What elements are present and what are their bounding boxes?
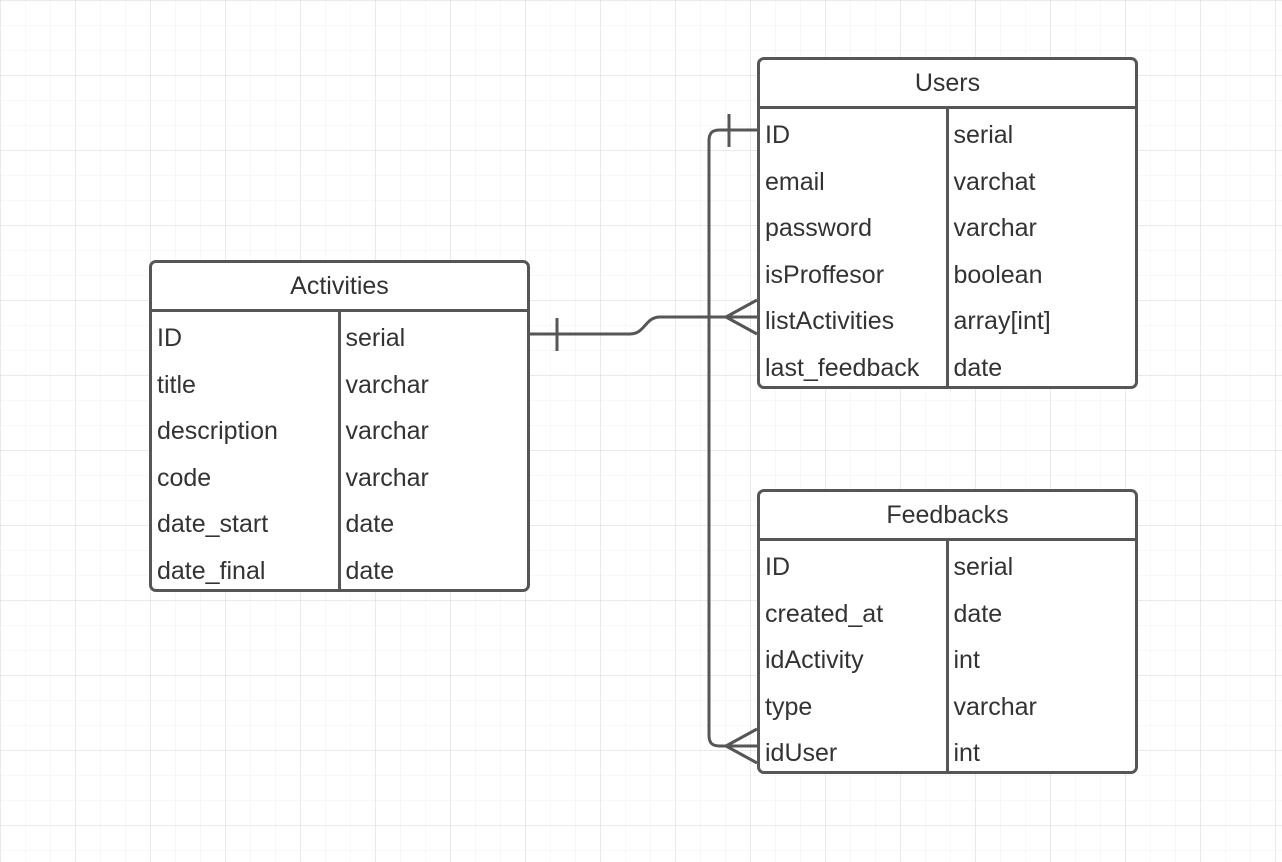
field-type: int xyxy=(953,739,980,767)
field-name: email xyxy=(765,167,825,196)
field-type: varchar xyxy=(345,370,429,399)
connector-line-activities-users[interactable] xyxy=(530,315,757,336)
field-name: isProffesor xyxy=(765,260,885,289)
field-name-column-users: ID email password isProffesor listActivi… xyxy=(760,109,949,386)
field-name-column-activities: ID title description code date_start dat… xyxy=(152,312,341,589)
field-type: date xyxy=(953,353,1003,382)
entity-title-activities: Activities xyxy=(152,263,527,312)
crow-foot-feedbacks-iduser xyxy=(724,727,758,765)
relationship-activities-to-users[interactable] xyxy=(530,298,758,351)
field-type-column-users: serial varchat varchar boolean array[int… xyxy=(949,109,1136,386)
entity-body-activities: ID title description code date_start dat… xyxy=(152,312,528,589)
field-type: varchar xyxy=(953,692,1037,721)
field-name: created_at xyxy=(765,599,884,628)
field-type-column-activities: serial varchar varchar varchar date date xyxy=(341,312,528,589)
field-type: int xyxy=(953,646,980,674)
entity-body-users: ID email password isProffesor listActivi… xyxy=(760,109,1136,386)
entity-title-users: Users xyxy=(760,60,1135,109)
entity-feedbacks[interactable]: Feedbacks ID created_at idActivity type … xyxy=(757,489,1138,774)
entity-title-feedbacks: Feedbacks xyxy=(760,492,1135,541)
entity-activities[interactable]: Activities ID title description code dat… xyxy=(149,260,530,592)
field-name: ID xyxy=(765,553,790,581)
field-name-column-feedbacks: ID created_at idActivity type idUser xyxy=(760,541,949,771)
field-name: type xyxy=(765,692,813,721)
field-name: idUser xyxy=(765,739,838,767)
field-type: date xyxy=(345,510,395,538)
field-type-column-feedbacks: serial date int varchar int xyxy=(949,541,1136,771)
field-name: title xyxy=(157,370,196,399)
field-type: varchat xyxy=(953,167,1036,196)
field-type: varchar xyxy=(345,417,429,445)
field-name: description xyxy=(157,417,278,445)
field-type: serial xyxy=(345,324,406,352)
field-name: code xyxy=(157,463,212,492)
field-type: boolean xyxy=(953,260,1043,289)
field-name: listActivities xyxy=(765,307,895,335)
field-name: ID xyxy=(157,324,182,352)
field-type: serial xyxy=(953,121,1014,149)
entity-users[interactable]: Users ID email password isProffesor list… xyxy=(757,57,1138,389)
crow-foot-users-listactivities xyxy=(724,298,758,336)
entity-body-feedbacks: ID created_at idActivity type idUser ser… xyxy=(760,541,1136,771)
field-type: varchar xyxy=(953,214,1037,242)
field-type: varchar xyxy=(345,463,429,492)
field-name: date_start xyxy=(157,510,269,538)
field-type: date xyxy=(345,556,395,585)
field-name: idActivity xyxy=(765,646,864,674)
field-name: ID xyxy=(765,121,790,149)
field-name: password xyxy=(765,214,872,242)
relationship-users-to-feedbacks[interactable] xyxy=(707,114,758,765)
field-name: date_final xyxy=(157,556,266,585)
field-type: array[int] xyxy=(953,307,1051,335)
field-name: last_feedback xyxy=(765,353,920,382)
field-type: date xyxy=(953,599,1003,628)
field-type: serial xyxy=(953,553,1014,581)
connector-line-users-feedbacks[interactable] xyxy=(707,128,757,748)
